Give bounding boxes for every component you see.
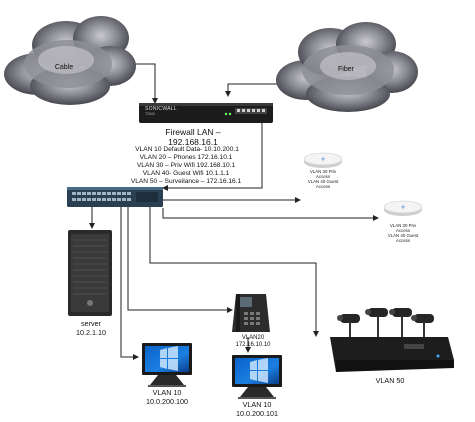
switch-to-pc1-line <box>120 207 139 360</box>
vlan-40-entry: VLAN 40- Guest Wifi 10.1.1.1 <box>142 170 230 177</box>
network-switch <box>67 187 163 207</box>
vlan-30-entry: VLAN 30 – Priv Wifi 192.168.10.1 <box>136 162 236 169</box>
vlan-50-entry: VLAN 50 – Surveilance – 172.16.16.1 <box>130 178 242 185</box>
camera-3 <box>389 308 412 337</box>
server-ip: 10.2.1.10 <box>76 328 106 337</box>
switch-to-nvr-line <box>149 207 319 337</box>
server-name: server <box>81 319 101 328</box>
vlan-20-entry: VLAN 20 – Phones 172.16.10.1 <box>139 154 233 161</box>
firewall-title-line2: 192.168.16.1 <box>168 137 218 147</box>
ap1-label-line3: VLAN 40 Guest <box>307 179 339 184</box>
firewall-title-line1: Firewall LAN – <box>165 127 221 137</box>
fiber-cloud <box>276 22 418 112</box>
ap1-label-line2: Access <box>315 174 331 179</box>
switch-to-ap2-line <box>162 208 379 221</box>
ap2-label-line2: Access <box>395 228 411 233</box>
phone-vlan: VLAN20 <box>241 335 265 341</box>
ip-phone <box>232 294 270 332</box>
fiber-to-firewall-line <box>225 83 292 97</box>
nvr-system <box>330 308 454 372</box>
ap1-label-line1: VLAN 30 Priv <box>309 169 337 174</box>
camera-2 <box>365 308 388 337</box>
cable-cloud <box>4 16 136 105</box>
ap2-label-line4: Access <box>395 238 411 243</box>
ap2-label-line1: VLAN 30 Priv <box>389 223 417 228</box>
pc-2 <box>232 355 282 399</box>
pc2-ip: 10.0.200.101 <box>236 409 278 418</box>
phone-ip: 172.16.10.10 <box>235 342 271 348</box>
pc1-vlan: VLAN 10 <box>152 388 182 397</box>
firewall-to-switch-line <box>162 122 263 191</box>
ap2-label-line3: VLAN 40 Guest <box>387 233 419 238</box>
ap1-label-line4: Access <box>315 184 331 189</box>
camera-4 <box>411 314 434 337</box>
connection-lines <box>89 63 379 360</box>
pc1-ip: 10.0.200.100 <box>146 397 188 406</box>
cable-cloud-label: Cable <box>54 64 74 71</box>
camera-1 <box>337 314 360 337</box>
server-tower <box>68 230 112 316</box>
firewall-model: TZ500 <box>145 112 156 116</box>
switch-to-phone-line <box>127 207 233 313</box>
firewall-brand: SONICWALL <box>145 106 177 112</box>
cable-to-firewall-line <box>130 63 158 104</box>
firewall-device <box>139 103 273 123</box>
nvr-label: VLAN 50 <box>375 376 405 385</box>
pc2-vlan: VLAN 10 <box>242 400 272 409</box>
fiber-cloud-label: Fiber <box>338 66 354 73</box>
pc-1 <box>142 343 192 387</box>
vlan-10-entry: VLAN 10 Default Data- 10.10.200.1 <box>135 146 239 153</box>
access-point-1 <box>303 152 343 168</box>
access-point-2 <box>383 200 423 216</box>
